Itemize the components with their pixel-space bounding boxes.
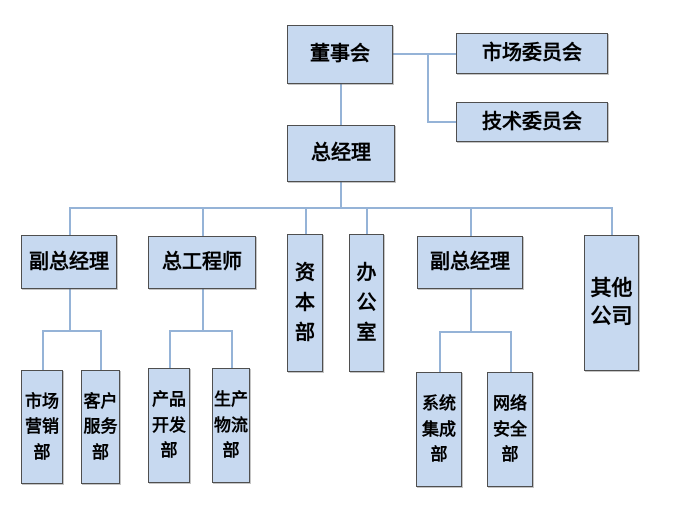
- node-network-security-department: 网络 安全 部: [487, 372, 533, 487]
- connector-deputy-left-stem: [69, 289, 71, 330]
- connector-drop-capital-dept: [305, 207, 307, 234]
- connector-drop-deputy-gm-right: [470, 207, 472, 236]
- node-deputy-general-manager-right: 副总经理: [417, 236, 523, 289]
- node-chief-engineer: 总工程师: [148, 236, 256, 289]
- node-general-manager: 总经理: [287, 125, 395, 182]
- connector-drop-deputy-gm-left: [69, 207, 71, 235]
- connector-drop-other-companies: [611, 207, 613, 235]
- node-deputy-general-manager-left: 副总经理: [21, 235, 117, 289]
- node-customer-service-department: 客户 服务 部: [81, 370, 120, 484]
- node-board-of-directors: 董事会: [287, 25, 393, 84]
- connector-drop-network-security-dept: [510, 331, 512, 372]
- connector-to-tech-committee: [427, 121, 456, 123]
- connector-deputy-left-bracket: [42, 330, 101, 332]
- connector-drop-customer-service-dept: [100, 330, 102, 370]
- node-product-development-department: 产品 开发 部: [148, 368, 190, 483]
- connector-gm-stem: [340, 182, 342, 208]
- connector-drop-office: [366, 207, 368, 234]
- connector-board-to-gm: [340, 84, 342, 125]
- connector-drop-chief-engineer: [202, 207, 204, 236]
- connector-committees-stem: [427, 53, 429, 122]
- connector-chief-engineer-stem: [202, 289, 204, 330]
- connector-main-rail: [69, 207, 612, 209]
- node-tech-committee: 技术委员会: [456, 102, 608, 142]
- connector-deputy-right-stem: [470, 289, 472, 331]
- node-market-committee: 市场委员会: [456, 33, 608, 74]
- connector-drop-system-integration-dept: [439, 331, 441, 372]
- connector-deputy-right-bracket: [439, 331, 511, 333]
- connector-chief-engineer-bracket: [169, 330, 232, 332]
- node-system-integration-department: 系统 集成 部: [416, 372, 462, 487]
- node-production-logistics-department: 生产 物流 部: [212, 368, 250, 483]
- connector-board-to-committees: [392, 53, 456, 55]
- connector-drop-product-dev-dept: [169, 330, 171, 368]
- node-office: 办 公 室: [349, 234, 384, 372]
- node-capital-department: 资 本 部: [287, 234, 323, 372]
- node-other-companies: 其他 公司: [584, 235, 639, 371]
- connector-drop-production-logistics-dept: [231, 330, 233, 368]
- node-marketing-department: 市场 营销 部: [21, 370, 63, 484]
- connector-drop-marketing-dept: [42, 330, 44, 370]
